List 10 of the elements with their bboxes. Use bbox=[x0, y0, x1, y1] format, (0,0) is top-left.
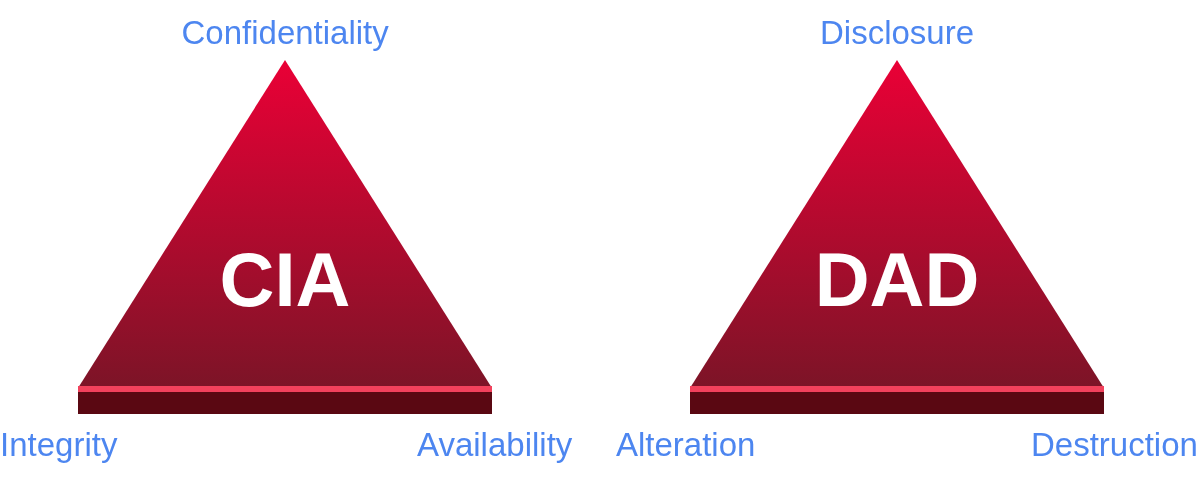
triangle-shape bbox=[690, 60, 1104, 414]
corner-label: Alteration bbox=[616, 428, 756, 461]
triangle-label: CIA bbox=[219, 242, 351, 318]
corner-label: Confidentiality bbox=[181, 16, 389, 49]
corner-label: Availability bbox=[417, 428, 573, 461]
triangle-label: DAD bbox=[814, 242, 980, 318]
corner-label: Integrity bbox=[0, 428, 118, 461]
triangle-shape bbox=[78, 60, 492, 414]
corner-label: Destruction bbox=[1031, 428, 1198, 461]
corner-label: Disclosure bbox=[820, 16, 975, 49]
